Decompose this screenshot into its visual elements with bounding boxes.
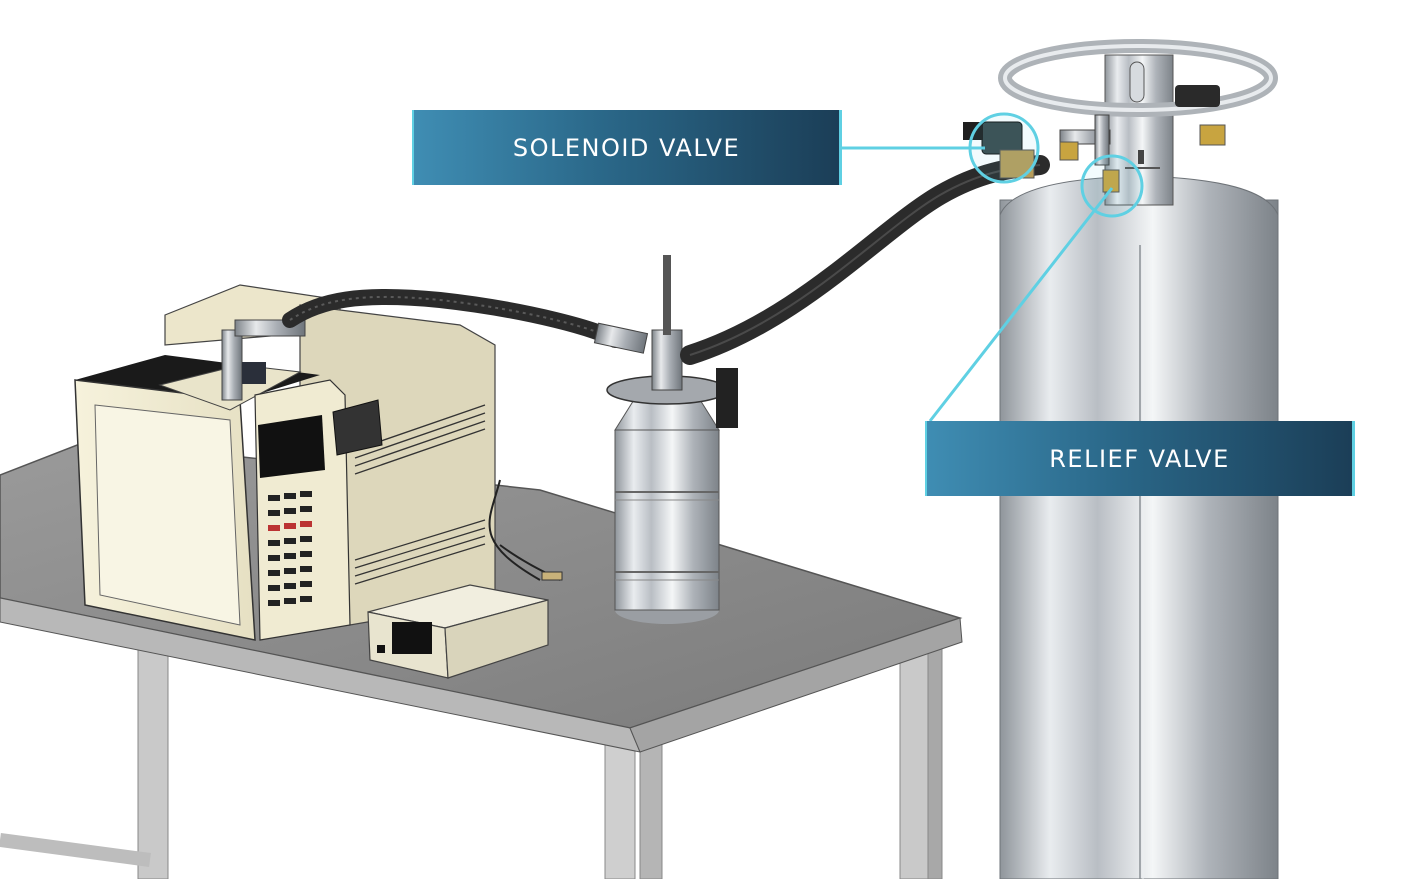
solenoid-valve-label: SOLENOID VALVE [412,110,842,185]
relief-valve-label: RELIEF VALVE [925,421,1355,496]
control-box [367,479,563,679]
callout-relief [928,154,1144,422]
sample-dewar [606,255,738,624]
gas-chromatograph [74,284,496,641]
liquid-nitrogen-cylinder [963,39,1279,879]
callout-solenoid [842,112,1040,184]
